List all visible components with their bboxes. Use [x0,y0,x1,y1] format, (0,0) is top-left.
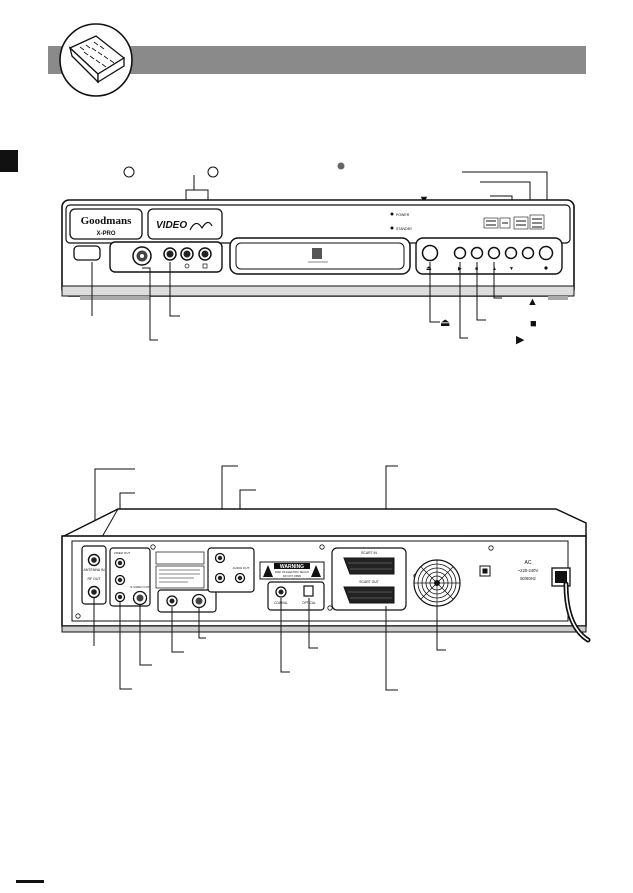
down-glyph: ▼ [509,266,514,272]
book-icon [59,23,133,97]
antenna-in-label: ANTENNA IN [83,568,104,572]
brand-name: Goodmans [81,215,132,227]
channel-up-button[interactable] [487,246,501,260]
logo-swoosh [189,221,213,231]
warning-right-triangle [311,565,321,577]
scart-out-connector[interactable] [343,586,395,604]
power-led-label: POWER [396,213,410,217]
rear-s-video-jack[interactable] [132,590,148,606]
model-name: X-PRO [96,231,115,237]
front-video-jack[interactable] [163,247,177,261]
ac-frequency: 50/60Hz [520,576,536,581]
eject-glyph: ⏏ [426,266,432,272]
logo-text: VIDEO [156,220,187,231]
power-led [390,212,394,216]
standby-led [390,226,394,230]
warning-line1: RISK OF ELECTRIC SHOCK [275,570,309,574]
rf-out-label: RF OUT [87,577,101,581]
ac-voltage: ~220-240V [518,568,539,573]
legend-circle-1 [123,166,135,178]
rating-label [155,565,205,589]
warning-line2: DO NOT OPEN [283,574,301,578]
record-button[interactable] [538,245,554,261]
format-logos [483,214,545,230]
front-callout-lines-bottom [91,262,502,341]
scart-out-label: SCART OUT [359,580,378,584]
open-close-button[interactable] [421,244,439,262]
rf-out-jack[interactable] [87,585,101,599]
scart-in-label: SCART IN [361,551,377,555]
standby-led-label: STANDBY [396,227,413,231]
front-s-video-jack[interactable] [132,246,152,266]
legend-dot [337,162,345,170]
s-video-out-label: S-VIDEO OUT [130,585,150,589]
front-audio-right-jack[interactable] [198,247,212,261]
audio-out-label: AUDIO OUT [233,566,250,570]
play-button[interactable] [453,246,467,260]
cooling-fan [413,559,461,607]
header-bar [48,46,586,74]
label-eject: ⏏ [440,317,450,329]
antenna-in-jack[interactable] [87,553,101,567]
rear-callout-lines-bottom [93,598,446,691]
record-glyph [544,266,548,270]
label-play: ▶ [516,334,525,346]
channel-down-button[interactable] [504,246,518,260]
page-tab [0,150,18,172]
label-stop: ■ [530,318,537,330]
front-panel: Goodmans X-PRO VIDEO POWER STANDBY [61,199,575,300]
stop-button[interactable] [470,246,484,260]
disc-logo [312,248,322,259]
front-audio-left-jack[interactable] [180,247,194,261]
spec-sticker [155,551,205,565]
standby-button[interactable] [73,245,101,261]
warning-title: WARNING [280,564,304,570]
ac-label: AC [525,560,532,566]
rear-panel: ANTENNA IN RF OUT VIDEO OUT S-VIDEO OUT [61,508,591,643]
legend-circle-2 [207,166,219,178]
brand-badge [69,208,143,240]
coaxial-jack[interactable] [275,586,287,598]
rear-s-video-out-jack[interactable] [191,593,207,609]
dvd-mode-button[interactable] [521,246,535,260]
footer-rule [16,880,44,883]
rear-video-out-jack[interactable] [166,595,178,607]
optical-jack[interactable] [303,585,314,597]
video-out-label: VIDEO OUT [114,551,131,555]
scart-in-connector[interactable] [343,557,395,575]
warning-left-triangle [263,565,273,577]
label-arrow-up: ▲ [527,296,538,308]
